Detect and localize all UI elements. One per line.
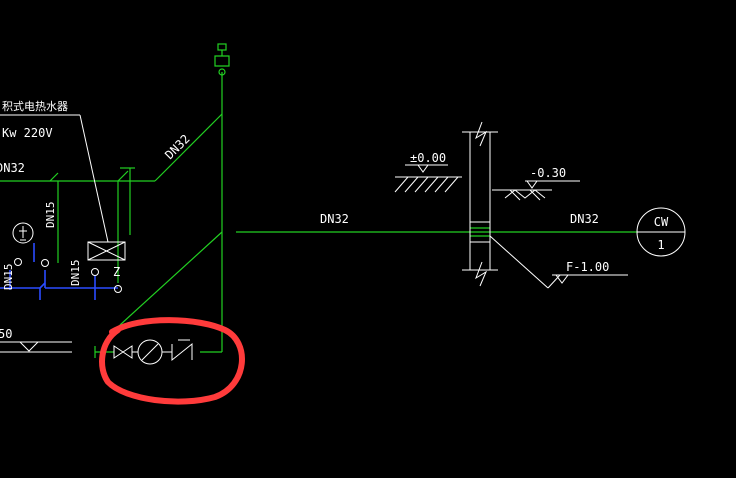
cw-tag-top: CW (654, 215, 669, 229)
pipe-size-label: DN32 (0, 161, 25, 175)
elevation-label: F-1.00 (566, 260, 609, 274)
pipe-size-label: DN32 (320, 212, 349, 226)
elevation-label: ±0.00 (410, 151, 446, 165)
ground-hatch-icon (492, 180, 580, 201)
pipe-size-label: DN15 (2, 264, 15, 291)
elevation-label: -0.30 (530, 166, 566, 180)
elevation-label: 50 (0, 327, 12, 341)
pipe-size-label: DN32 (570, 212, 599, 226)
ground-hatch-icon (394, 164, 462, 193)
upper-diagonal-pipe (154, 113, 223, 182)
elevation-triangle-icon (0, 341, 72, 353)
pipe-size-label: DN15 (69, 260, 82, 287)
pipe-elevation-leader (489, 235, 628, 289)
wall-break-icon (475, 121, 488, 147)
wall-section (462, 121, 498, 287)
heater-name-label: 积式电热水器 (2, 100, 68, 113)
gate-valve-icon (113, 345, 133, 359)
water-heater-icon (0, 114, 126, 261)
faucet-icon (214, 43, 230, 76)
cw-system-tag: CW 1 (636, 207, 686, 257)
left-labels: 积式电热水器 Kw 220V DN32 DN32 DN15 DN15 DN15 … (0, 100, 193, 341)
heater-power-label: Kw 220V (2, 126, 53, 140)
water-pipes (0, 72, 638, 358)
lower-diagonal-pipe (119, 231, 223, 326)
pipe-size-label: DN32 (162, 132, 192, 162)
heater-leader-line (79, 114, 109, 243)
person-symbol-icon (12, 222, 34, 244)
cw-tag-bottom: 1 (657, 238, 664, 252)
pipe-size-label: DN15 (44, 202, 57, 229)
check-valve-icon (171, 342, 193, 362)
highlight-circle (99, 317, 245, 405)
drain-glyph: Z (113, 265, 120, 279)
valve-cluster (113, 339, 193, 365)
fixture-markers (14, 258, 122, 293)
wall-break-icon (475, 261, 488, 287)
drain-pipes (0, 243, 118, 300)
